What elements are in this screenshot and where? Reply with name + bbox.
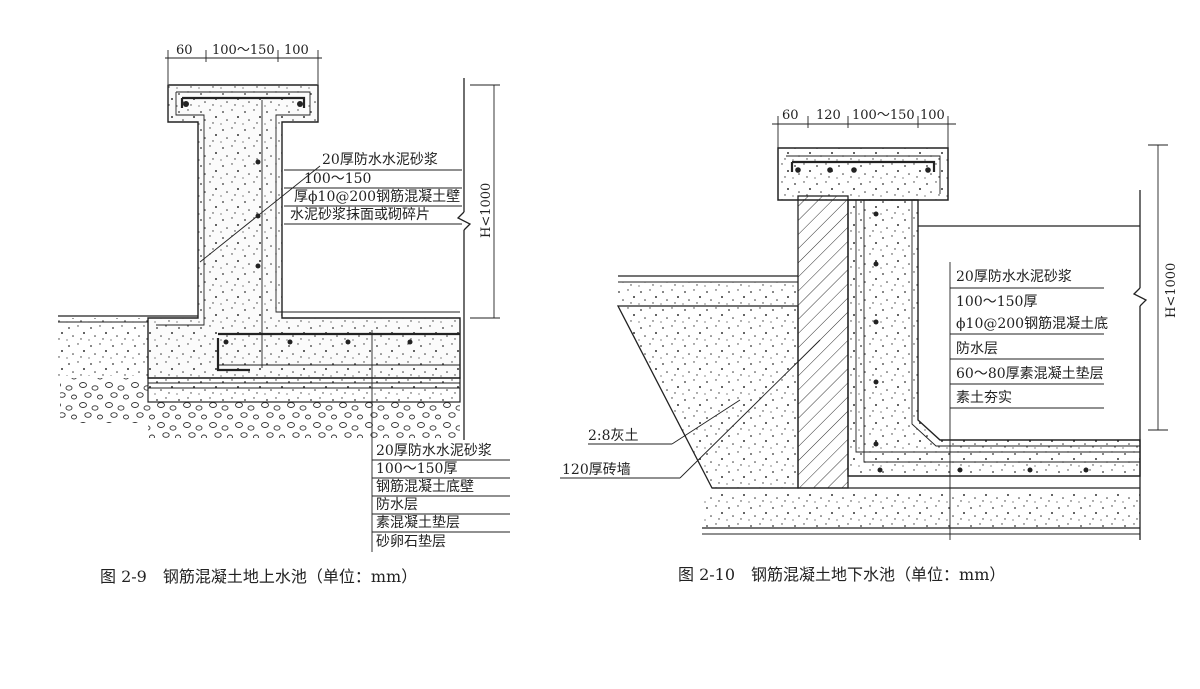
wall-label-3: 厚ϕ10@200钢筋混凝土壁 bbox=[294, 188, 460, 205]
compacted-soil bbox=[702, 492, 1140, 528]
figure-2-9-caption: 图 2-9 钢筋混凝土地上水池（单位：mm） bbox=[100, 567, 417, 586]
figure-2-10-caption: 图 2-10 钢筋混凝土地下水池（单位：mm） bbox=[678, 565, 1005, 584]
top-soil-strip bbox=[618, 282, 798, 306]
dim-100-150: 100～150 bbox=[212, 43, 275, 58]
height-label: H<1000 bbox=[479, 183, 494, 238]
bottom-label-6: 砂卵石垫层 bbox=[376, 534, 446, 550]
right-label-2: 100～150厚 bbox=[956, 294, 1037, 310]
figure-2-9: 60 100～150 100 H<1000 20厚防水水泥砂浆 100～150 … bbox=[58, 43, 510, 586]
right-label-4: 防水层 bbox=[956, 341, 998, 357]
wall-cap bbox=[777, 147, 949, 201]
height-label-2: H<1000 bbox=[1164, 263, 1179, 318]
gravel-under-left bbox=[60, 378, 148, 423]
dim-60: 60 bbox=[176, 43, 193, 58]
lime-soil-label: 2:8灰土 bbox=[588, 428, 639, 444]
figure-2-10: 60 120 100～150 100 H<1000 20厚防水水泥砂浆 100～… bbox=[560, 108, 1179, 584]
right-label-1: 20厚防水水泥砂浆 bbox=[956, 269, 1072, 285]
concrete-wall-and-floor bbox=[847, 199, 1141, 477]
bottom-label-2: 100～150厚 bbox=[376, 461, 457, 477]
dim2-60: 60 bbox=[782, 108, 799, 123]
dim-100: 100 bbox=[284, 43, 309, 58]
bottom-label-3: 钢筋混凝土底壁 bbox=[376, 478, 474, 495]
dim2-100-150: 100～150 bbox=[852, 108, 915, 123]
wall-leader bbox=[199, 165, 321, 263]
brick-wall-leader bbox=[679, 339, 821, 479]
bottom-label-1: 20厚防水水泥砂浆 bbox=[376, 443, 492, 459]
lime-soil-backfill bbox=[616, 305, 799, 489]
brick-wall-label: 120厚砖墙 bbox=[562, 462, 631, 478]
dim2-100: 100 bbox=[920, 108, 945, 123]
dim2-120: 120 bbox=[816, 108, 841, 123]
right-label-6: 素土夯实 bbox=[956, 390, 1012, 406]
bottom-label-4: 防水层 bbox=[376, 497, 418, 513]
bottom-label-5: 素混凝土垫层 bbox=[376, 515, 460, 531]
concrete-cushion-layer bbox=[147, 377, 461, 403]
lime-soil-leader bbox=[671, 399, 741, 445]
gravel-bed bbox=[148, 402, 460, 438]
right-label-5: 60～80厚素混凝土垫层 bbox=[956, 366, 1104, 382]
right-label-3: ϕ10@200钢筋混凝土底 bbox=[956, 315, 1108, 332]
wall-label-1: 20厚防水水泥砂浆 bbox=[322, 152, 438, 168]
wall-label-2: 100～150 bbox=[304, 171, 371, 187]
wall-label-4: 水泥砂浆抹面或砌碎片 bbox=[290, 207, 430, 223]
brick-wall bbox=[797, 195, 849, 489]
